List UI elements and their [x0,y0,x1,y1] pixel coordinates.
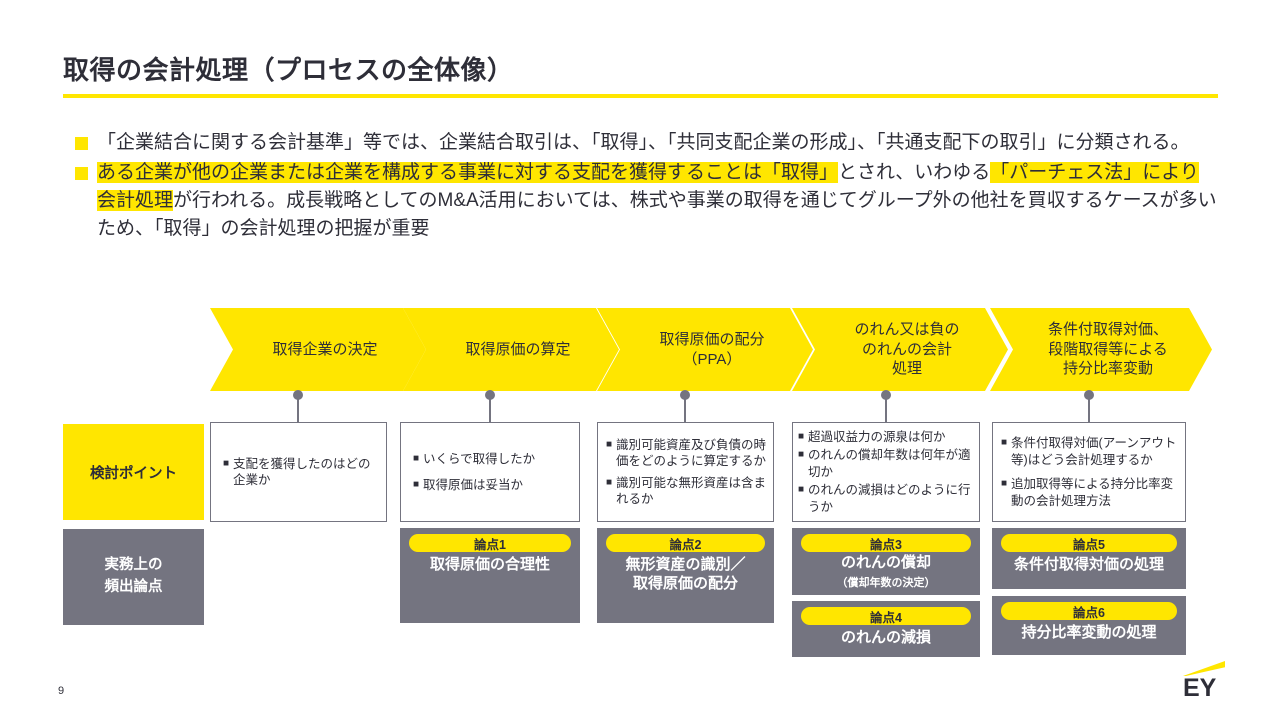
topic-box-6: 論点6 持分比率変動の処理 [992,596,1186,655]
point-item: ■のれんの償却年数は何年が適切か [798,448,971,479]
points-box-2: ■いくらで取得したか ■取得原価は妥当か [400,422,580,522]
bullet-list: 「企業結合に関する会計基準」等では、企業結合取引は、「取得」、「共同支配企業の形… [75,129,1217,245]
connector-dot [293,390,303,400]
topic-box-5: 論点5 条件付取得対価の処理 [992,528,1186,589]
square-bullet-icon: ■ [798,449,805,461]
topic-box-1: 論点1 取得原価の合理性 [400,528,580,623]
connector-line [684,396,686,422]
topic-title: 持分比率変動の処理 [1021,624,1157,641]
bullet-square-icon [75,137,88,150]
point-item: ■追加取得等による持分比率変動の会計処理方法 [1001,477,1174,508]
ey-logo-text: EY [1183,674,1217,702]
process-step-3: 取得原価の配分 （PPA） [597,308,813,391]
topic-badge: 論点5 [1001,534,1177,552]
square-bullet-icon: ■ [798,484,805,496]
process-step-1: 取得企業の決定 [210,308,426,391]
row-label-frequent-topics: 実務上の 頻出論点 [63,529,204,625]
connector-line [885,396,887,422]
topic-title: 無形資産の識別／ 取得原価の配分 [625,556,746,592]
connector-line [489,396,491,422]
process-step-4: のれん又は負の のれんの会計 処理 [792,308,1008,391]
point-item: ■いくらで取得したか [413,451,536,466]
row-label-review-points: 検討ポイント [63,424,204,520]
page-number: 9 [58,685,65,697]
title-underline [63,94,1218,98]
connector-dot [680,390,690,400]
bullet-square-icon [75,167,88,180]
point-item: ■取得原価は妥当か [413,478,524,492]
topic-badge: 論点2 [606,534,765,552]
points-box-1: ■支配を獲得したのはどの企業か [210,422,387,522]
square-bullet-icon: ■ [223,457,230,469]
connector-dot [485,390,495,400]
points-box-5: ■条件付取得対価(アーンアウト等)はどう会計処理するか ■追加取得等による持分比… [992,422,1186,522]
point-item: ■条件付取得対価(アーンアウト等)はどう会計処理するか [1001,436,1177,467]
connector-line [1088,396,1090,422]
bullet-text: 「企業結合に関する会計基準」等では、企業結合取引は、「取得」、「共同支配企業の形… [97,132,1190,153]
point-item: ■識別可能資産及び負債の時価をどのように算定するか [606,437,767,469]
topic-badge: 論点4 [801,607,971,625]
bullet-item: 「企業結合に関する会計基準」等では、企業結合取引は、「取得」、「共同支配企業の形… [75,129,1217,157]
square-bullet-icon: ■ [606,438,613,450]
topic-subtitle: （償却年数の決定） [836,576,936,589]
connector-dot [881,390,891,400]
bullet-item: ある企業が他の企業または企業を構成する事業に対する支配を獲得することは「取得」と… [75,159,1217,243]
process-step-2: 取得原価の算定 [403,308,619,391]
topic-title: 取得原価の合理性 [429,556,550,573]
square-bullet-icon: ■ [413,452,420,464]
points-box-4: ■超過収益力の源泉は何か ■のれんの償却年数は何年が適切か ■のれんの減損はどの… [792,422,980,522]
connector-dot [1084,390,1094,400]
square-bullet-icon: ■ [413,479,420,490]
topic-title: のれんの減損 [840,629,931,646]
ey-logo: EY [1183,661,1227,707]
topic-box-4: 論点4 のれんの減損 [792,601,980,657]
square-bullet-icon: ■ [606,476,613,488]
topic-box-3: 論点3 のれんの償却 （償却年数の決定） [792,528,980,595]
topic-title: 条件付取得対価の処理 [1013,556,1164,573]
page-title: 取得の会計処理（プロセスの全体像） [63,55,514,85]
bullet-text: ある企業が他の企業または企業を構成する事業に対する支配を獲得することは「取得」と… [97,162,1217,239]
point-item: ■支配を獲得したのはどの企業か [223,456,371,488]
square-bullet-icon: ■ [1001,478,1008,489]
point-item: ■超過収益力の源泉は何か [798,429,946,444]
square-bullet-icon: ■ [798,430,805,442]
connector-line [297,396,299,422]
topic-badge: 論点6 [1001,602,1177,620]
square-bullet-icon: ■ [1001,437,1008,448]
point-item: ■のれんの減損はどのように行うか [798,483,971,514]
process-step-5: 条件付取得対価、 段階取得等による 持分比率変動 [990,308,1212,391]
topic-badge: 論点1 [409,534,571,552]
topic-box-2: 論点2 無形資産の識別／ 取得原価の配分 [597,528,774,623]
point-item: ■識別可能な無形資産は含まれるか [606,475,767,507]
topic-badge: 論点3 [801,534,971,552]
points-box-3: ■識別可能資産及び負債の時価をどのように算定するか ■識別可能な無形資産は含まれ… [597,422,774,522]
topic-title: のれんの償却 [840,554,931,571]
